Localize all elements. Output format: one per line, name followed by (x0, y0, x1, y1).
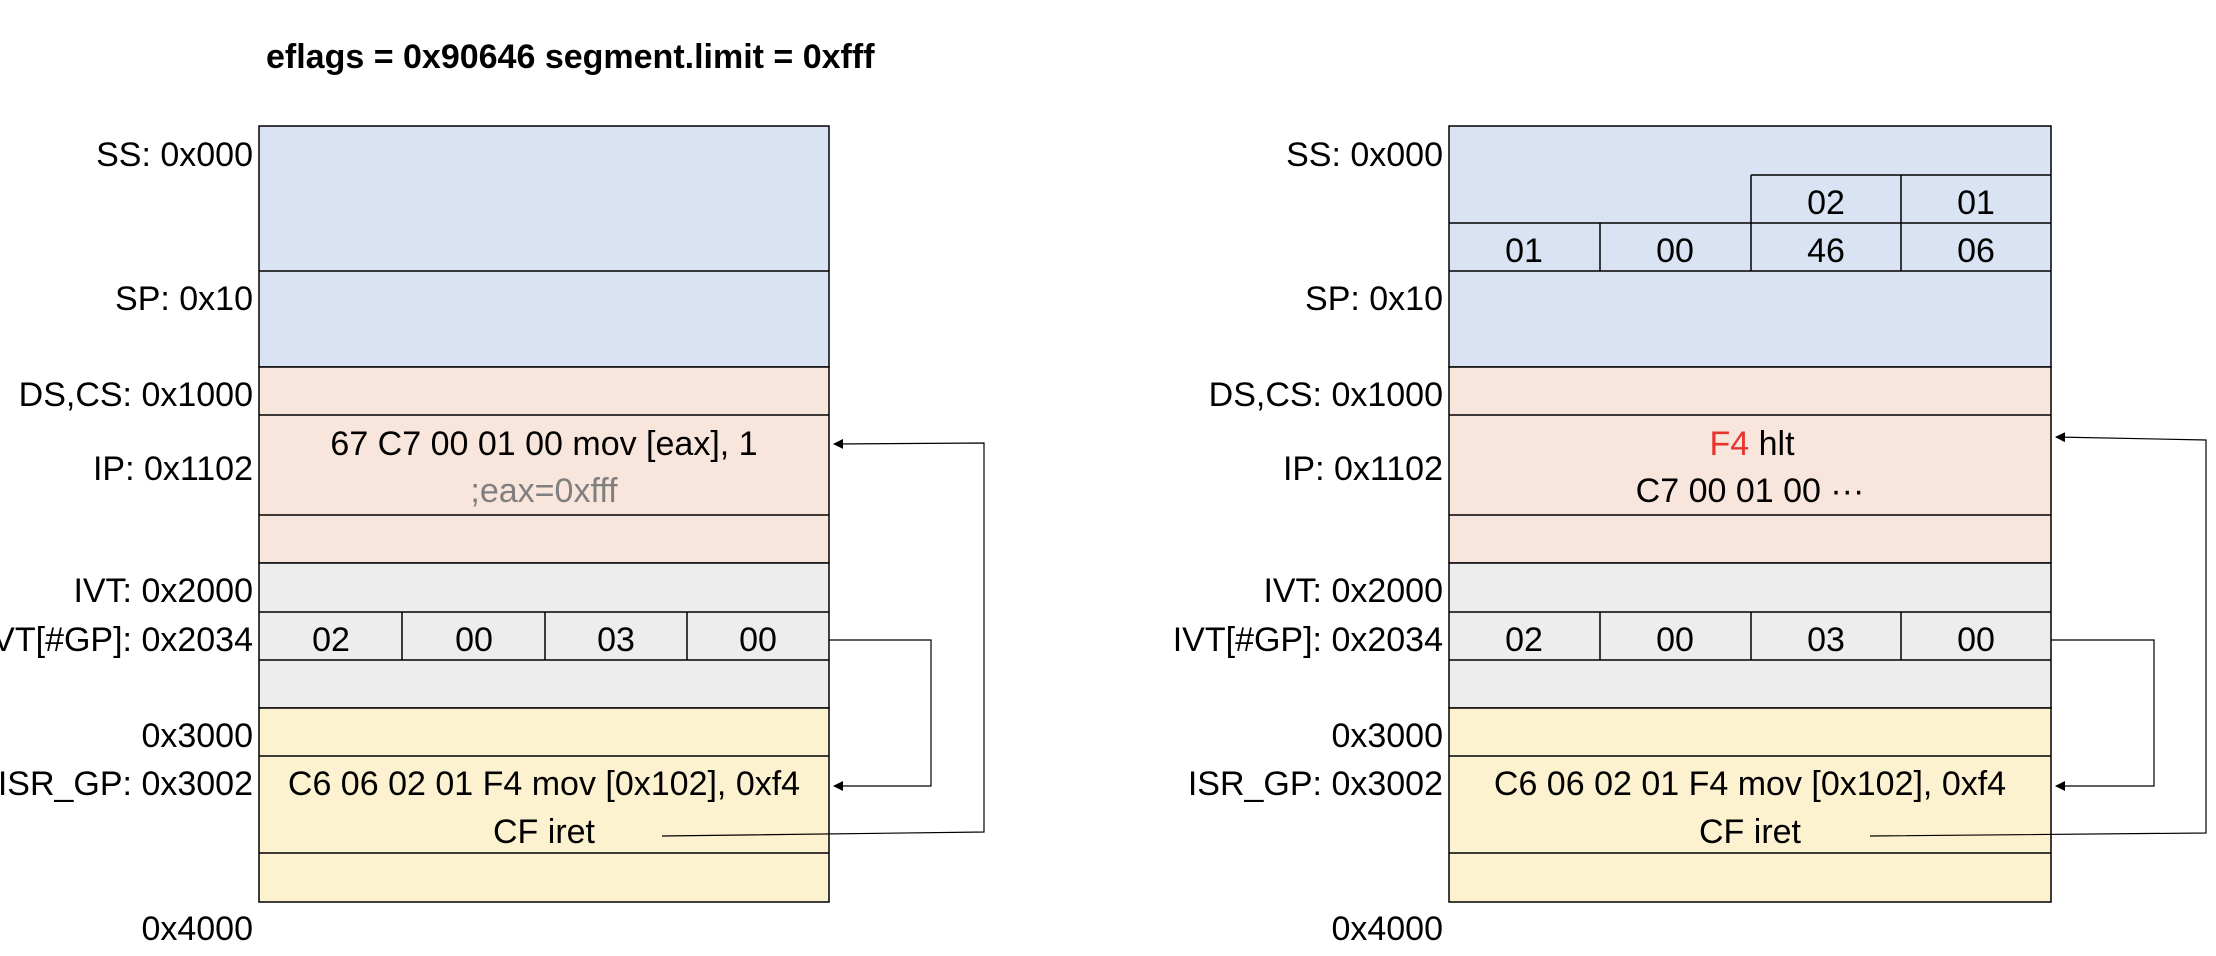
right-code-line2: C7 00 01 00 ··· (1636, 472, 1865, 510)
left-ivt-byte-3: 00 (739, 621, 777, 659)
right-ivt-region (1448, 562, 2052, 709)
left-label-isr: ISR_GP: 0x3002 (0, 765, 253, 803)
left-ivt-byte-0: 02 (312, 621, 350, 659)
right-arrow-ivt-to-isr (2051, 639, 2155, 791)
right-stack-byte-r1-1: 01 (1957, 184, 1995, 222)
left-isr-line1: C6 06 02 01 F4 mov [0x102], 0xf4 (288, 765, 800, 803)
right-memory-panel: SS: 0x000 SP: 0x10 DS,CS: 0x1000 IP: 0x1… (1173, 125, 2207, 948)
left-label-4000: 0x4000 (141, 910, 253, 948)
right-label-sp: SP: 0x10 (1305, 280, 1443, 318)
left-ivt-byte-2: 03 (597, 621, 635, 659)
right-code-mnemonic: hlt (1749, 425, 1795, 463)
right-stack-byte-r2-2: 46 (1807, 232, 1845, 270)
left-label-dscs: DS,CS: 0x1000 (19, 376, 253, 414)
right-label-ss: SS: 0x000 (1286, 136, 1443, 174)
right-stack-byte-r2-0: 01 (1505, 232, 1543, 270)
right-label-3000: 0x3000 (1331, 717, 1443, 755)
left-label-sp: SP: 0x10 (115, 280, 253, 318)
right-code-opcode-f4: F4 (1709, 425, 1749, 463)
right-label-ivt: IVT: 0x2000 (1263, 572, 1443, 610)
left-label-3000: 0x3000 (141, 717, 253, 755)
right-ivt-byte-1: 00 (1656, 621, 1694, 659)
right-stack-byte-r2-1: 00 (1656, 232, 1694, 270)
right-ivt-byte-2: 03 (1807, 621, 1845, 659)
right-label-ivtgp: IVT[#GP]: 0x2034 (1173, 621, 1443, 659)
right-ivt-byte-0: 02 (1505, 621, 1543, 659)
right-label-ip: IP: 0x1102 (1283, 450, 1443, 488)
right-isr-line1: C6 06 02 01 F4 mov [0x102], 0xf4 (1494, 765, 2006, 803)
left-code-comment: ;eax=0xfff (470, 472, 618, 510)
right-stack-byte-r2-3: 06 (1957, 232, 1995, 270)
right-label-isr: ISR_GP: 0x3002 (1188, 765, 1443, 803)
left-ivt-byte-1: 00 (455, 621, 493, 659)
right-label-dscs: DS,CS: 0x1000 (1209, 376, 1443, 414)
right-label-4000: 0x4000 (1331, 910, 1443, 948)
right-isr-line2: CF iret (1699, 813, 1802, 851)
left-memory-panel: SS: 0x000 SP: 0x10 DS,CS: 0x1000 IP: 0x1… (0, 125, 985, 948)
left-label-ip: IP: 0x1102 (93, 450, 253, 488)
left-arrow-iret-to-ip (661, 438, 985, 837)
left-isr-region (258, 707, 830, 903)
diagram-title: eflags = 0x90646 segment.limit = 0xfff (266, 38, 875, 76)
left-isr-line2: CF iret (493, 813, 596, 851)
left-label-ss: SS: 0x000 (96, 136, 253, 174)
right-code-region (1448, 366, 2052, 564)
left-label-ivt: IVT: 0x2000 (73, 572, 253, 610)
left-code-region (258, 366, 830, 564)
right-stack-byte-r1-0: 02 (1807, 184, 1845, 222)
left-stack-region (258, 125, 830, 368)
right-isr-region (1448, 707, 2052, 903)
right-ivt-byte-3: 00 (1957, 621, 1995, 659)
right-code-line1: F4 hlt (1709, 425, 1795, 463)
right-arrow-iret-to-ip (1869, 432, 2207, 837)
left-code-line1: 67 C7 00 01 00 mov [eax], 1 (330, 425, 757, 463)
left-arrow-ivt-to-isr (829, 639, 932, 791)
left-label-ivtgp: IVT[#GP]: 0x2034 (0, 621, 253, 659)
left-ivt-region (258, 562, 830, 709)
right-stack-region (1448, 125, 2052, 368)
